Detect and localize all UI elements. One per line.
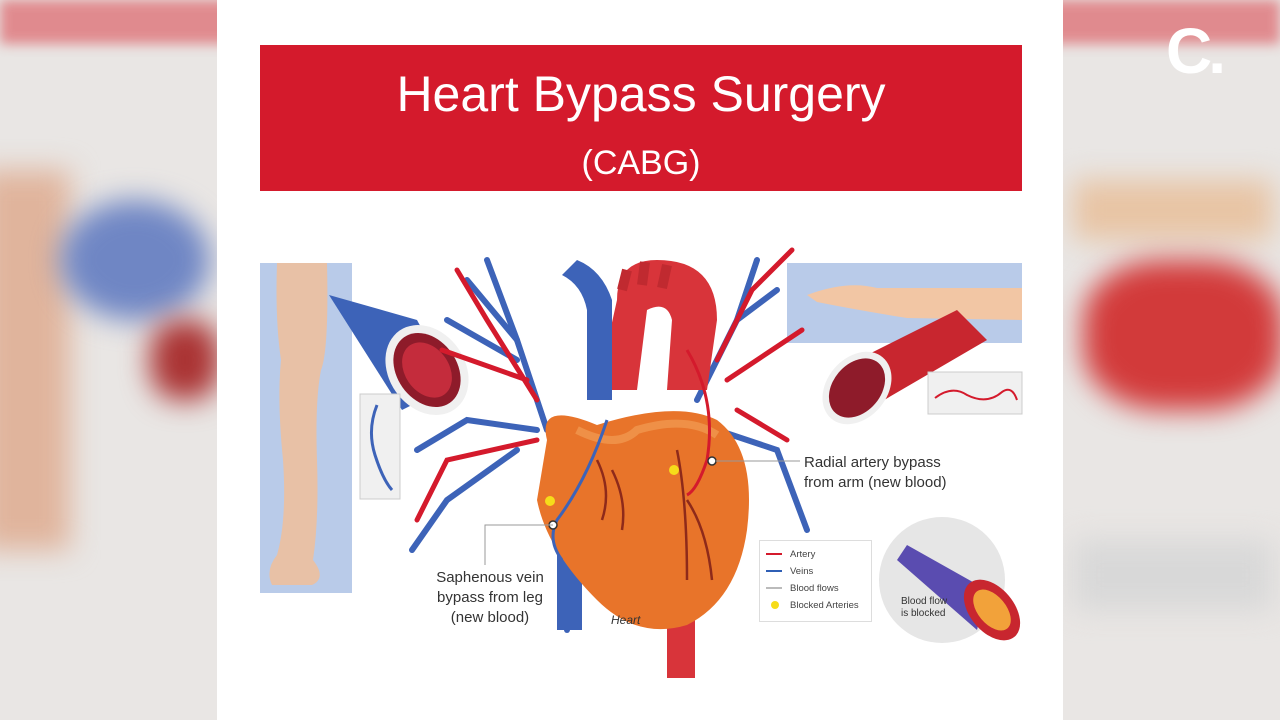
blood-flow-arrow-icon <box>766 587 782 589</box>
blocked-flow-label: Blood flow is blocked <box>901 596 947 620</box>
saphenous-vein-label: Saphenous vein bypass from leg (new bloo… <box>425 568 555 628</box>
blocked-dot-icon <box>771 601 779 609</box>
saphenous-label-line3: (new blood) <box>450 609 530 626</box>
superior-vena-cava <box>562 260 612 400</box>
brand-logo: C. <box>1166 15 1226 87</box>
legend-item-veins: Veins <box>766 566 813 577</box>
legend-item-blood-flows: Blood flows <box>766 583 839 594</box>
title-banner: Heart Bypass Surgery (CABG) <box>260 45 1022 191</box>
blocked-artery-dot <box>669 465 679 475</box>
heart-label: Heart <box>611 613 641 627</box>
legend: Artery Veins Blood flows Blocked Arterie… <box>759 540 872 622</box>
radial-graft-box <box>927 371 1023 415</box>
arteries <box>414 247 805 523</box>
infographic-panel: Heart Bypass Surgery (CABG) <box>217 0 1063 720</box>
radial-artery-label: Radial artery bypass from arm (new blood… <box>804 453 947 493</box>
leg-shape <box>269 263 328 585</box>
saphenous-bypass-graft <box>551 419 609 561</box>
legend-item-blocked: Blocked Arteries <box>771 600 859 611</box>
page-subtitle: (CABG) <box>581 144 701 182</box>
saphenous-label-line2: bypass from leg <box>437 589 543 606</box>
blocked-artery-dot <box>545 496 555 506</box>
vein-arrow-icon <box>766 570 782 572</box>
saphenous-label-line1: Saphenous vein <box>436 569 544 586</box>
artery-arrow-icon <box>766 553 782 555</box>
heart-illustration <box>260 247 1023 678</box>
background-left-blur <box>0 0 217 720</box>
legend-item-artery: Artery <box>766 549 815 560</box>
aorta <box>597 260 717 390</box>
page-title: Heart Bypass Surgery <box>396 66 886 122</box>
radial-bypass-graft <box>685 349 711 497</box>
radial-label-line1: Radial artery bypass <box>804 454 941 471</box>
saphenous-graft-box <box>359 393 401 500</box>
background-right-blur <box>1063 0 1280 720</box>
heart-diagram: Radial artery bypass from arm (new blood… <box>217 200 1063 720</box>
arm-shape <box>807 285 1022 320</box>
blocked-label-line2: is blocked <box>901 608 946 619</box>
radial-label-line2: from arm (new blood) <box>804 474 947 491</box>
coronary-arteries <box>595 449 714 581</box>
blocked-label-line1: Blood flow <box>901 596 948 607</box>
